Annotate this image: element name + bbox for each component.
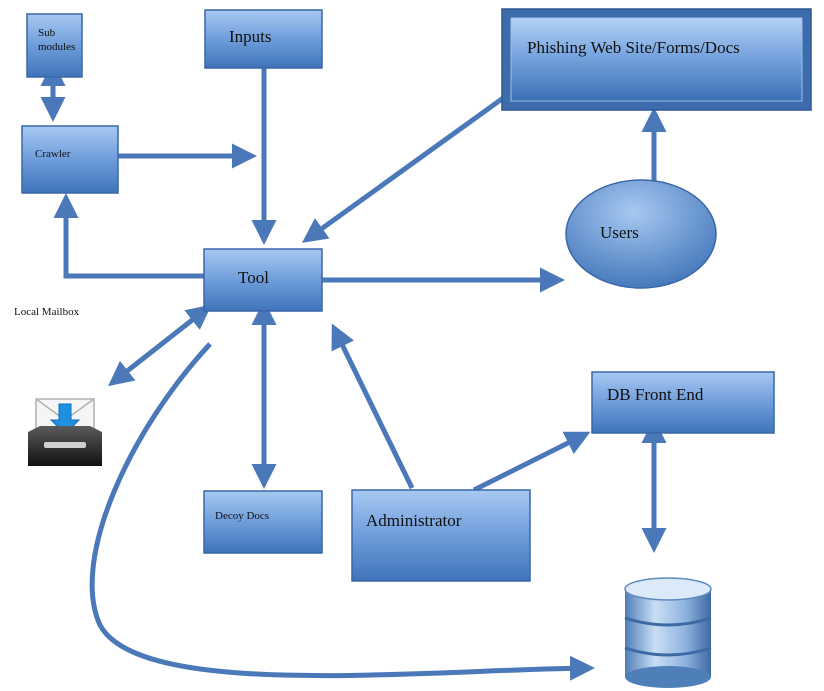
- arrow-tool-mailbox: [108, 304, 212, 387]
- node-users: Users: [565, 179, 717, 289]
- arrow-tool-crawler: [53, 193, 204, 279]
- users-label: Users: [600, 223, 639, 242]
- db-front-end-label: DB Front End: [607, 385, 704, 404]
- inputs-label: Inputs: [229, 27, 272, 46]
- node-phishing-site: Phishing Web Site/Forms/Docs: [501, 8, 812, 111]
- tool-label: Tool: [238, 268, 269, 287]
- node-crawler: Crawler: [21, 125, 119, 194]
- arrow-admin-dbfront: [472, 431, 591, 493]
- arrow-admin-tool: [331, 323, 415, 490]
- local-mailbox-label: Local Mailbox: [14, 306, 80, 318]
- node-db-front-end: DB Front End: [591, 371, 775, 434]
- decoy-docs-label: Decoy Docs: [215, 510, 269, 522]
- phishing-label: Phishing Web Site/Forms/Docs: [527, 38, 740, 57]
- node-submodules: Sub modules: [26, 13, 83, 78]
- node-inputs: Inputs: [204, 9, 323, 69]
- submodules-label-2: modules: [38, 41, 75, 53]
- node-administrator: Administrator: [351, 489, 531, 582]
- administrator-label: Administrator: [366, 511, 462, 530]
- database-cylinder-icon: [624, 577, 712, 688]
- arrow-tool-database-curve: [89, 342, 595, 681]
- node-decoy-docs: Decoy Docs: [203, 490, 323, 554]
- node-tool: Tool: [203, 248, 323, 312]
- submodules-label-1: Sub: [38, 27, 56, 39]
- mailbox-tray-icon: [28, 398, 102, 466]
- crawler-label: Crawler: [35, 148, 71, 160]
- arrow-phishing-tool: [301, 93, 508, 243]
